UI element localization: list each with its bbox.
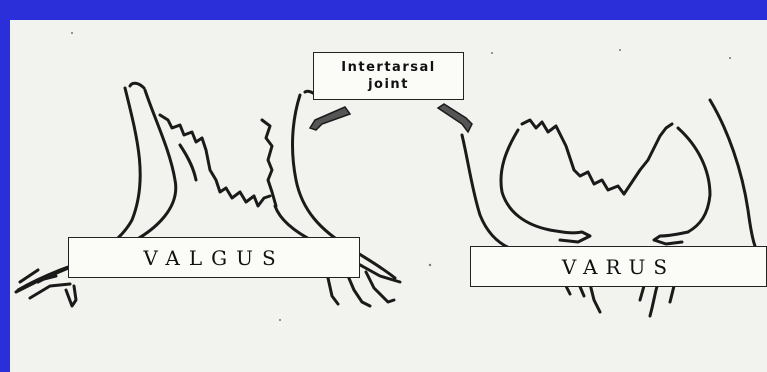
valgus-top-curve <box>130 83 144 88</box>
intertarsal-joint-label: Intertarsal joint <box>313 52 464 100</box>
varus-leg-right-inner <box>678 128 710 232</box>
valgus-label: VALGUS <box>68 237 360 278</box>
joint-label-line-2: joint <box>368 76 409 93</box>
valgus-leg-right-inner <box>262 120 276 206</box>
varus-leg-left-inner <box>501 130 550 230</box>
varus-joint-left-edge <box>522 120 624 194</box>
arrow-left <box>310 107 350 130</box>
varus-label: VARUS <box>470 246 767 287</box>
arrow-right <box>438 104 472 132</box>
joint-label-line-1: Intertarsal <box>341 59 435 76</box>
joint-arrows <box>310 104 472 132</box>
varus-leg-right-outer <box>710 100 755 246</box>
varus-joint-right-edge <box>624 124 672 194</box>
varus-heel-right <box>654 232 688 244</box>
varus-leg-left-outer <box>462 135 570 260</box>
varus-heel-left <box>550 230 590 242</box>
scanned-diagram: Intertarsal joint VALGUS VARUS <box>10 20 767 372</box>
valgus-joint-inner <box>180 145 196 180</box>
